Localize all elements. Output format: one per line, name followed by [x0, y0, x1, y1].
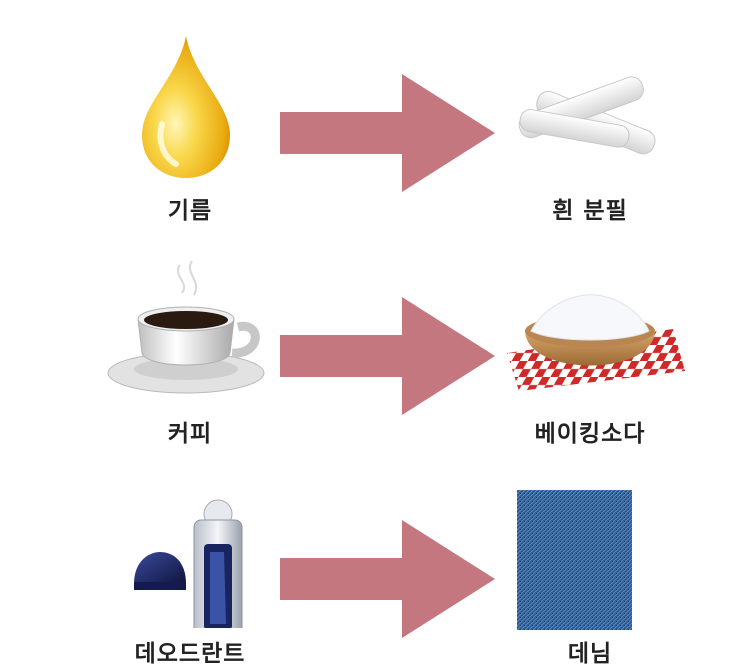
source-label: 데오드란트 — [134, 641, 246, 667]
pair-row-deodorant: 데오드란트 데님 — [0, 446, 750, 669]
source-label: 커피 — [167, 421, 213, 447]
result-label: 흰 분필 — [552, 198, 628, 224]
white-chalk-icon — [495, 42, 685, 192]
right-arrow-icon — [280, 74, 495, 192]
deodorant-icon — [100, 468, 280, 628]
right-arrow-icon — [280, 297, 495, 415]
coffee-cup-icon — [100, 245, 280, 405]
result-label: 데님 — [567, 641, 613, 667]
baking-soda-bowl-icon — [495, 265, 685, 415]
source-label: 기름 — [167, 198, 213, 224]
right-arrow-icon — [280, 520, 495, 638]
denim-swatch-icon — [495, 488, 685, 638]
pair-row-oil: 기름 흰 분필 — [0, 0, 750, 224]
result-label: 베이킹소다 — [534, 421, 646, 447]
pair-row-coffee: 커피 베이킹소다 — [0, 223, 750, 447]
oil-drop-icon — [100, 22, 280, 182]
